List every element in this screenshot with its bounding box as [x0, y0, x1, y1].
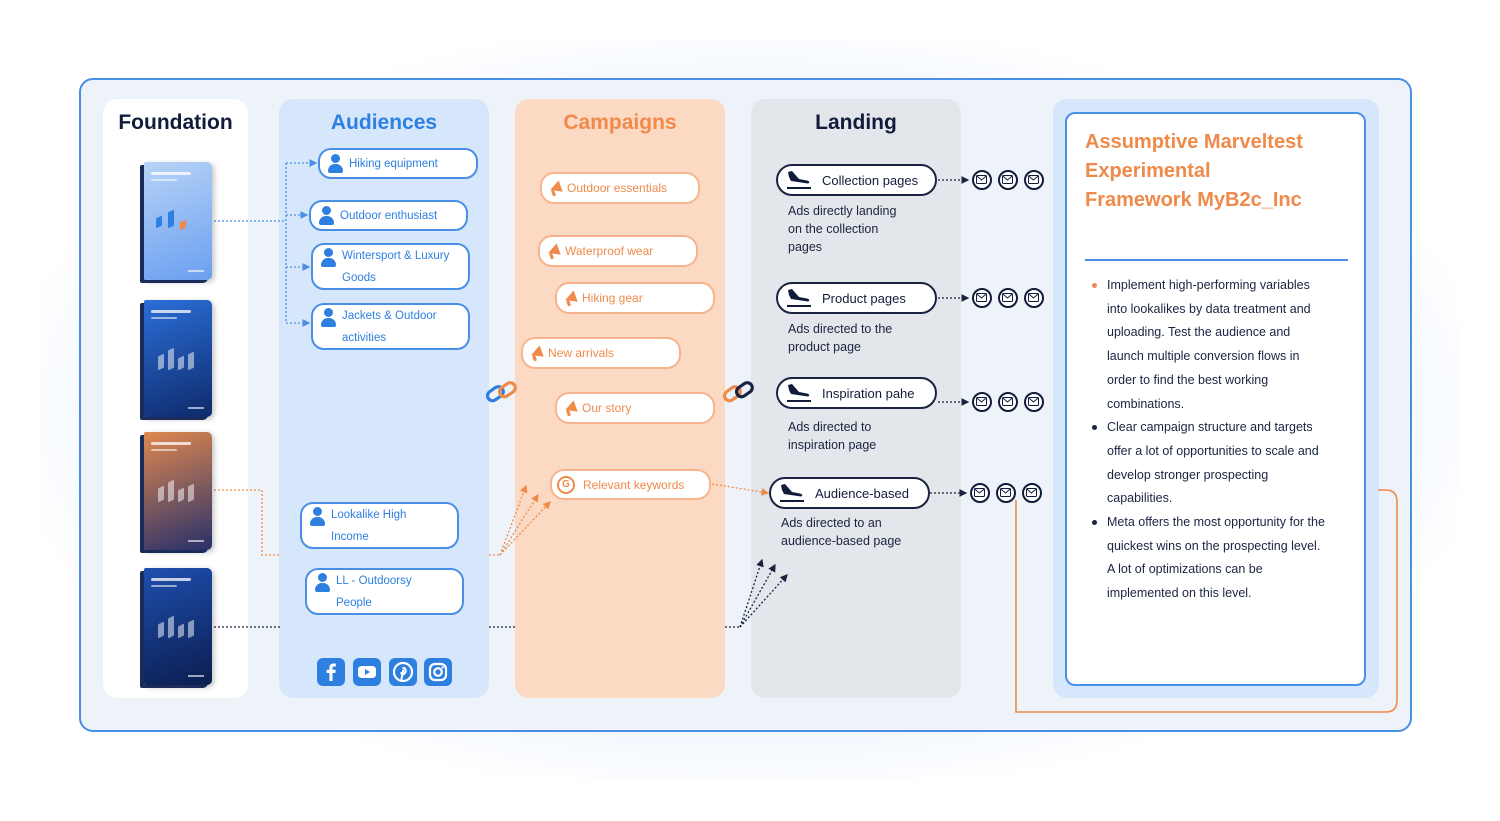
envelope-icon: [998, 392, 1018, 412]
campaign-label: Our story: [582, 401, 632, 415]
foundation-title: Foundation: [118, 111, 233, 134]
link-chain-icon: [721, 378, 757, 408]
campaign-label: Relevant keywords: [583, 477, 685, 492]
user-icon: [321, 308, 336, 328]
envelope-icon: [996, 483, 1016, 503]
audience-label-line-1: Jackets & Outdoor: [342, 310, 437, 322]
campaign-pill-outdoor-essentials[interactable]: Outdoor essentials: [540, 172, 700, 204]
landing-label: Product pages: [822, 290, 906, 306]
envelope-icon: [1024, 288, 1044, 308]
foundation-book-4: [144, 568, 212, 685]
user-icon: [315, 573, 330, 593]
megaphone-icon: [528, 345, 546, 362]
audience-label: Hiking equipment: [349, 157, 438, 170]
envelope-icon: [972, 288, 992, 308]
envelope-icon: [972, 392, 992, 412]
audience-label-line-2: People: [336, 596, 372, 609]
audience-label: Outdoor enthusiast: [340, 209, 438, 222]
pinterest-icon[interactable]: [389, 658, 417, 686]
user-icon: [328, 153, 343, 174]
megaphone-icon: [562, 290, 580, 307]
landing-label: Collection pages: [822, 172, 919, 188]
youtube-icon[interactable]: [353, 658, 381, 686]
user-icon: [310, 507, 325, 527]
megaphone-icon: [547, 180, 565, 197]
envelope-icon: [1024, 392, 1044, 412]
campaign-label: Waterproof wear: [565, 244, 654, 258]
campaign-pill-hiking-gear[interactable]: Hiking gear: [555, 282, 715, 314]
envelope-icon: [972, 170, 992, 190]
envelope-icon: [998, 170, 1018, 190]
campaign-label: New arrivals: [548, 346, 615, 360]
landing-pill-collection-pages[interactable]: Collection pages: [776, 164, 937, 196]
megaphone-icon: [562, 400, 580, 417]
envelope-icon: [970, 483, 990, 503]
audience-label-line-1: LL - Outdoorsy: [336, 575, 412, 587]
foundation-book-3: [144, 432, 212, 550]
foundation-book-2: [144, 300, 212, 417]
audience-label-line-2: activities: [342, 331, 387, 344]
foundation-book-1: [144, 162, 212, 280]
landing-pill-product-pages[interactable]: Product pages: [776, 282, 937, 314]
instagram-icon[interactable]: [424, 658, 452, 686]
audience-pill-hiking-equipment[interactable]: Hiking equipment: [318, 148, 478, 179]
landing-label: Audience-based: [815, 485, 909, 501]
plane-landing-icon: [780, 484, 804, 502]
megaphone-icon: [545, 243, 563, 260]
campaign-label: Hiking gear: [582, 291, 643, 305]
campaigns-title: Campaigns: [563, 111, 677, 134]
landing-title: Landing: [815, 111, 897, 134]
facebook-icon[interactable]: [317, 658, 345, 686]
user-icon: [319, 205, 334, 226]
audience-pill-outdoor-enthusiast[interactable]: Outdoor enthusiast: [309, 200, 468, 231]
link-chain-icon: [484, 378, 520, 408]
plane-landing-icon: [787, 171, 811, 189]
campaign-pill-new-arrivals[interactable]: New arrivals: [521, 337, 681, 369]
campaign-pill-relevant-keywords[interactable]: G Relevant keywords: [550, 469, 711, 500]
envelope-icon: [1022, 483, 1042, 503]
campaign-pill-waterproof-wear[interactable]: Waterproof wear: [538, 235, 698, 267]
user-icon: [321, 248, 336, 268]
plane-landing-icon: [787, 384, 811, 402]
audiences-title: Audiences: [330, 111, 438, 134]
envelope-icon: [998, 288, 1018, 308]
landing-pill-inspiration[interactable]: Inspiration pahe: [776, 377, 937, 409]
campaign-label: Outdoor essentials: [567, 181, 668, 195]
envelope-icon: [1024, 170, 1044, 190]
plane-landing-icon: [787, 289, 811, 307]
campaign-pill-our-story[interactable]: Our story: [555, 392, 715, 424]
audience-pill-jackets[interactable]: Jackets & Outdoor activities: [311, 303, 470, 350]
audience-label-line-2: Goods: [342, 271, 376, 284]
landing-pill-audience-based[interactable]: Audience-based: [769, 477, 930, 509]
panel-divider: [1085, 259, 1348, 261]
audience-label-line-2: Income: [331, 530, 369, 543]
audience-label-line-1: Wintersport & Luxury: [342, 250, 450, 262]
framework-panel: Assumptive Marveltest Experimental Frame…: [1065, 112, 1366, 686]
landing-label: Inspiration pahe: [822, 385, 915, 401]
google-icon: G: [557, 475, 575, 494]
panel-title: Assumptive Marveltest Experimental Frame…: [1085, 131, 1303, 211]
audience-label-line-1: Lookalike High: [331, 509, 407, 521]
bullet-item: Meta offers the most opportunity for the…: [1087, 511, 1359, 606]
